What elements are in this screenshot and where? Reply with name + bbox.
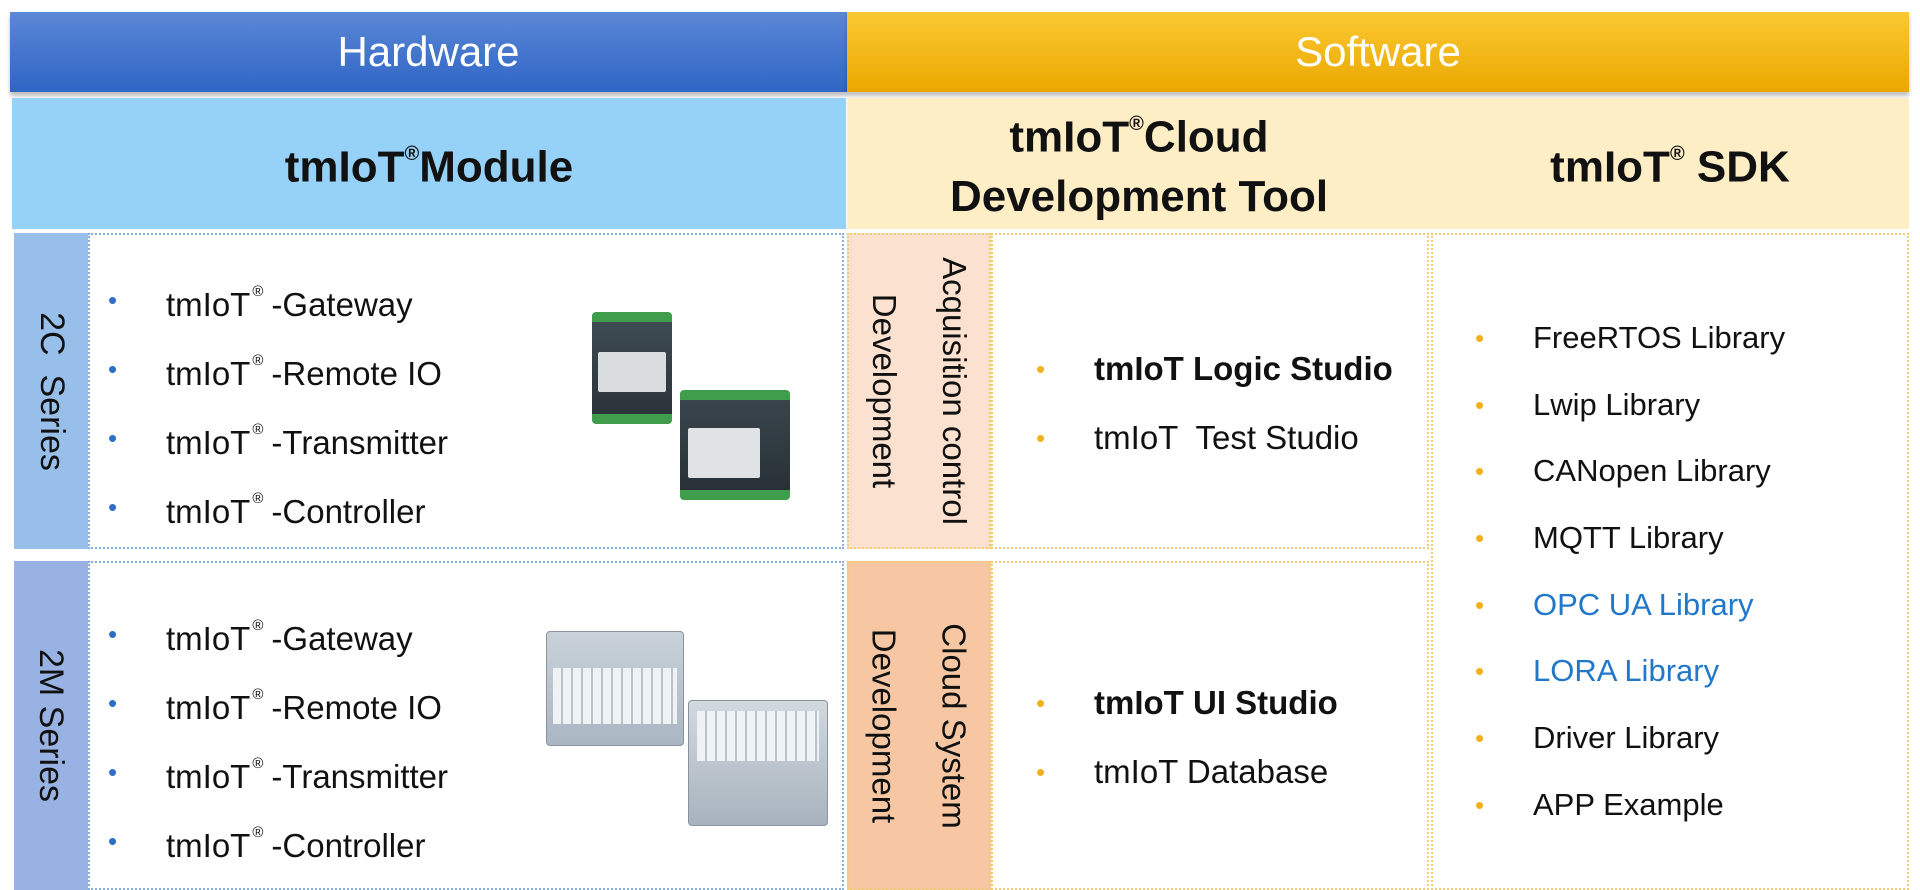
cloud-tool-title: tmIoT®Cloud Development Tool bbox=[949, 112, 1329, 222]
2c-module-image-front bbox=[592, 312, 672, 424]
list-item: •tmIoT®-Controller bbox=[108, 824, 426, 864]
list-item: •tmIoT®-Controller bbox=[108, 490, 426, 530]
list-item: •tmIoT Test Studio bbox=[1036, 419, 1359, 456]
list-item: •tmIoT®-Remote IO bbox=[108, 686, 442, 726]
list-item: •APP Example bbox=[1475, 786, 1724, 822]
software-cell-acquisition bbox=[991, 233, 1429, 549]
list-item: •tmIoT®-Transmitter bbox=[108, 421, 449, 461]
cloud-tools-list: •tmIoT UI Studio •tmIoT Database bbox=[1036, 683, 1338, 821]
series-label-2m: 2M Series bbox=[14, 561, 88, 890]
sdk-band: tmIoT® SDK bbox=[1431, 98, 1909, 229]
list-item: •tmIoT UI Studio bbox=[1036, 684, 1338, 721]
list-item: •Lwip Library bbox=[1475, 386, 1701, 422]
software-cell-cloud bbox=[991, 561, 1429, 890]
series-label-2c: 2C Series bbox=[14, 233, 88, 549]
hardware-cell-2m bbox=[88, 561, 844, 890]
list-item: •FreeRTOS Library bbox=[1475, 320, 1786, 355]
list-item: •tmIoT®-Gateway bbox=[108, 283, 413, 323]
list-item: •LORA Library bbox=[1475, 653, 1720, 689]
sdk-title: tmIoT® SDK bbox=[1550, 142, 1790, 192]
hardware-cell-2c bbox=[88, 233, 844, 549]
software-header: Software bbox=[847, 12, 1909, 92]
list-item: •CANopen Library bbox=[1475, 453, 1771, 489]
hardware-header: Hardware bbox=[10, 12, 847, 92]
sdk-library-list: •FreeRTOS Library •Lwip Library •CANopen… bbox=[1475, 318, 1786, 852]
list-item: •Driver Library bbox=[1475, 720, 1720, 756]
2m-module-image-open bbox=[688, 700, 828, 826]
software-header-label: Software bbox=[1295, 28, 1461, 75]
acquisition-tools-list: •tmIoT Logic Studio •tmIoT Test Studio bbox=[1036, 349, 1393, 487]
hardware-list-2c: •tmIoT®-Gateway •tmIoT®-Remote IO •tmIoT… bbox=[108, 280, 449, 556]
list-item: •OPC UA Library bbox=[1475, 586, 1754, 622]
2c-module-image-back bbox=[680, 390, 790, 500]
list-item: •tmIoT®-Gateway bbox=[108, 617, 413, 657]
list-item: •tmIoT®-Transmitter bbox=[108, 755, 449, 795]
cloud-system-label: Cloud System Development bbox=[847, 561, 991, 890]
cloud-tool-band: tmIoT®Cloud Development Tool bbox=[847, 98, 1431, 229]
module-title: tmIoT®Module bbox=[284, 142, 574, 192]
acquisition-control-label: Acquisition control Development bbox=[847, 233, 991, 549]
2m-module-image-closed bbox=[546, 631, 684, 746]
list-item: •tmIoT Database bbox=[1036, 753, 1329, 790]
sdk-cell bbox=[1431, 233, 1909, 890]
list-item: •tmIoT®-Remote IO bbox=[108, 352, 442, 392]
hardware-list-2m: •tmIoT®-Gateway •tmIoT®-Remote IO •tmIoT… bbox=[108, 614, 449, 890]
list-item: •MQTT Library bbox=[1475, 520, 1724, 556]
list-item: •tmIoT Logic Studio bbox=[1036, 350, 1393, 387]
hardware-header-label: Hardware bbox=[337, 28, 520, 75]
module-band: tmIoT®Module bbox=[12, 98, 846, 229]
